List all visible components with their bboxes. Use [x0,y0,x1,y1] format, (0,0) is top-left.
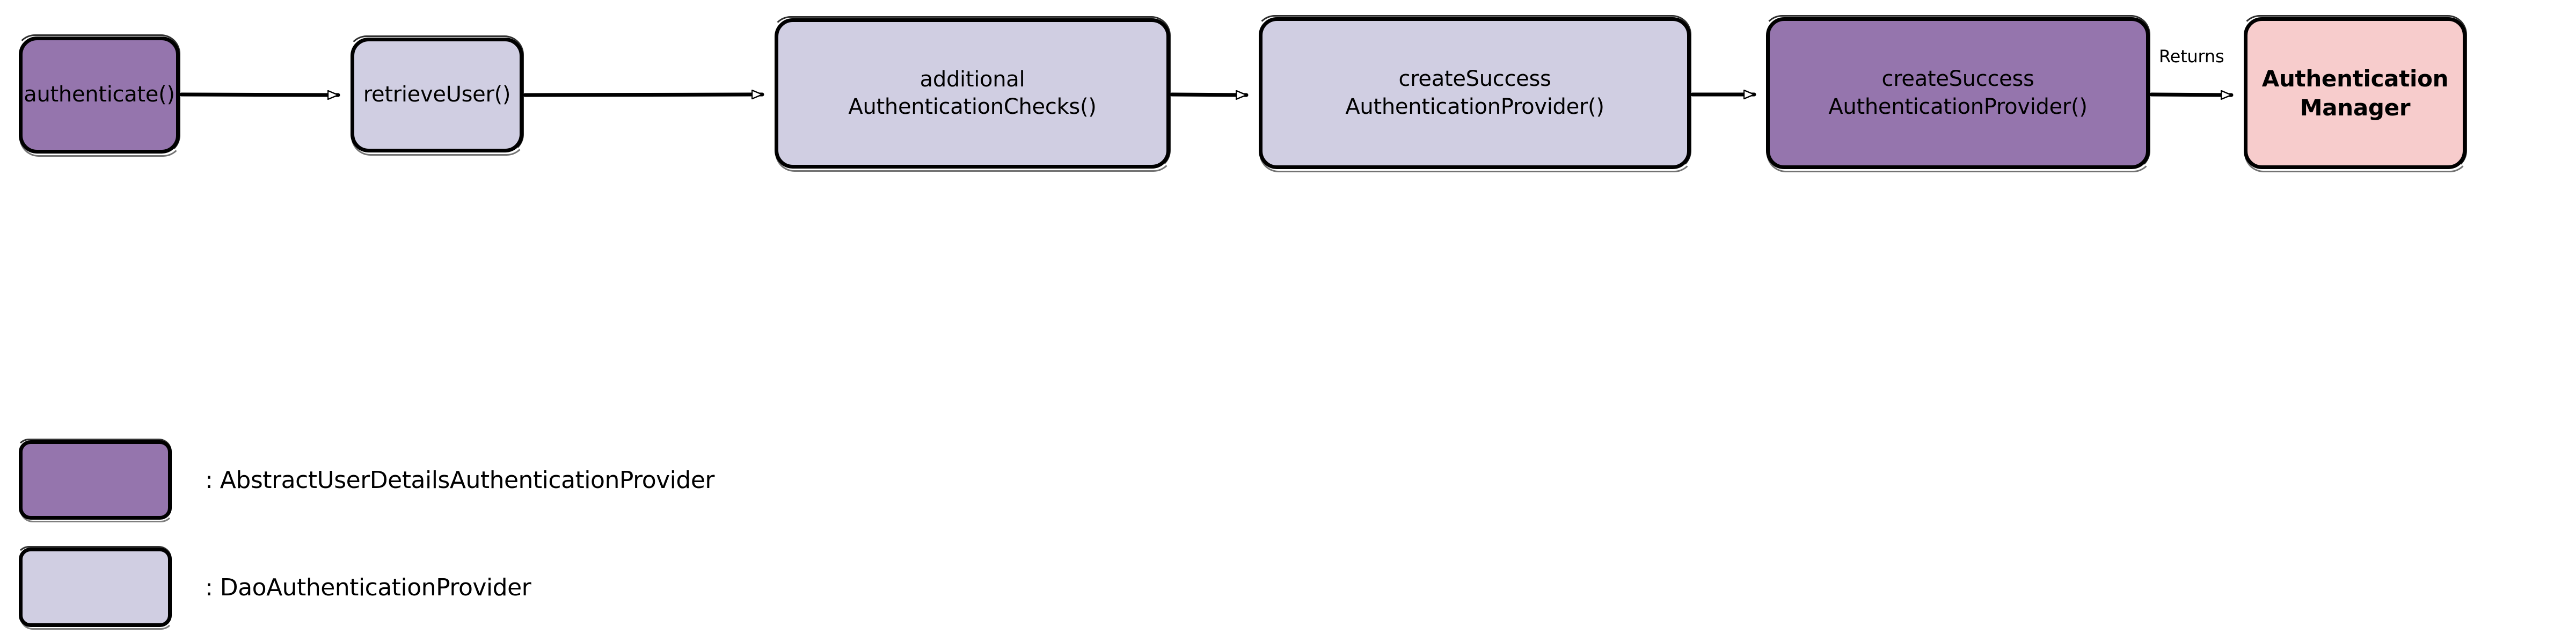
edge-label-returns: Returns [2159,46,2224,67]
edge-abstract-to-authentication-manager [2149,94,2234,95]
legend-item-dao-authentication-provider: : DaoAuthenticationProvider [16,546,531,630]
node-create-success-authentication-provider-abstract-label: createSuccess AuthenticationProvider() [1828,67,2088,119]
edge-additional-checks-to-create-success-dao [1170,94,1249,95]
legend-swatch-abstract-user-details-authentication-provider [16,439,174,522]
edge-retrieve-user-to-additional-checks [523,94,764,95]
node-retrieve-user[interactable]: retrieveUser() [347,35,526,156]
node-retrieve-user-label: retrieveUser() [363,82,511,107]
legend-label-dao-authentication-provider: : DaoAuthenticationProvider [205,573,531,601]
node-authentication-manager[interactable]: Authentication Manager [2241,15,2469,172]
node-authentication-manager-label: Authentication Manager [2261,65,2449,121]
node-additional-authentication-checks[interactable]: additional AuthenticationChecks() [771,16,1173,172]
edge-authenticate-to-retrieve-user [179,94,340,95]
node-create-success-authentication-provider-dao[interactable]: createSuccess AuthenticationProvider() [1256,15,1694,172]
legend-label-abstract-user-details-authentication-provider: : AbstractUserDetailsAuthenticationProvi… [205,466,715,494]
node-authenticate[interactable]: authenticate() [16,34,183,157]
legend-swatch-dao-authentication-provider [16,546,174,630]
node-create-success-authentication-provider-dao-label: createSuccess AuthenticationProvider() [1345,67,1604,119]
node-authenticate-label: authenticate() [24,82,175,107]
legend-item-abstract-user-details-authentication-provider: : AbstractUserDetailsAuthenticationProvi… [16,439,715,522]
node-additional-authentication-checks-label: additional AuthenticationChecks() [848,67,1097,119]
node-create-success-authentication-provider-abstract[interactable]: createSuccess AuthenticationProvider() [1763,15,2152,172]
